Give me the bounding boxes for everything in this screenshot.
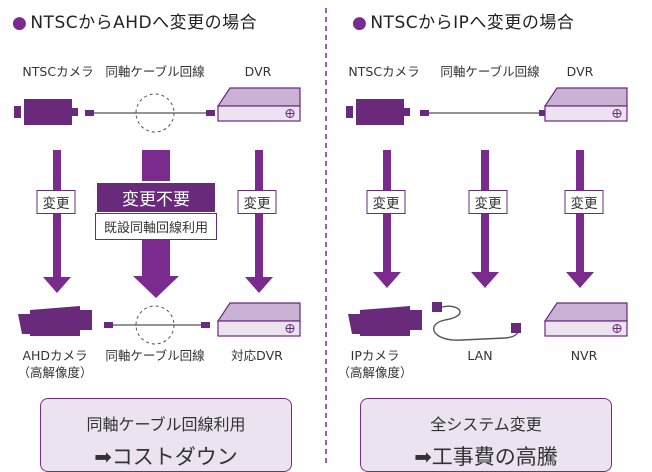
ahd-camera-name: AHDカメラ: [22, 348, 88, 363]
left-summary-box: 同軸ケーブル回線利用 ➡コストダウン: [40, 398, 292, 472]
right-cable-arrow-head: [471, 272, 499, 288]
right-change-cable-label: 変更: [468, 190, 508, 214]
left-top-camera-label: NTSCカメラ: [22, 64, 94, 79]
right-top-dvr-front: [544, 105, 628, 122]
left-heading: ●NTSCからAHDへ変更の場合: [12, 13, 258, 33]
left-bottom-cable-label: 同軸ケーブル回線: [105, 348, 205, 363]
left-top-coax-plug-left: [85, 110, 94, 116]
right-ip-camera-body: [360, 306, 410, 336]
left-bottom-coax-plug-left: [104, 322, 113, 328]
ip-camera-note: （高解像度）: [337, 365, 413, 380]
right-top-camera-label: NTSCカメラ: [348, 64, 420, 79]
right-top-coax-plug-left: [420, 110, 429, 116]
left-ahd-camera-mount: [18, 314, 30, 334]
right-summary-box: 全システム変更 ➡工事費の高騰: [360, 398, 612, 472]
left-top-coax-plug-right: [206, 110, 215, 116]
right-bottom-recorder-label: NVR: [570, 348, 598, 363]
left-ahd-camera-body: [30, 306, 80, 336]
right-ntsc-camera-mount: [346, 106, 353, 118]
left-ahd-camera-lens: [80, 310, 92, 330]
right-bottom-nvr-top: [543, 302, 628, 322]
right-bottom-nvr-front: [544, 320, 628, 337]
left-bottom-coax-plug-right: [201, 322, 210, 328]
right-heading: ●NTSCからIPへ変更の場合: [352, 13, 575, 33]
reuse-coax-label: 既設同軸回線利用: [94, 213, 218, 240]
left-bottom-dvr-top: [216, 302, 301, 322]
left-change-recorder-label: 変更: [237, 190, 277, 214]
bullet-icon: ●: [12, 13, 28, 33]
left-top-cable-label: 同軸ケーブル回線: [105, 64, 205, 79]
right-top-cable-label: 同軸ケーブル回線: [440, 64, 540, 79]
left-top-recorder-label: DVR: [244, 64, 272, 79]
ahd-camera-note: （高解像度）: [17, 365, 93, 380]
left-bottom-recorder-label: 対応DVR: [231, 348, 283, 363]
left-bottom-coax-highlight: [135, 305, 175, 345]
left-camera-arrow-head: [43, 277, 71, 293]
lan-cable-line: [433, 305, 519, 341]
left-bottom-dvr-front: [217, 320, 301, 337]
right-change-camera-label: 変更: [366, 190, 406, 214]
left-change-camera-label: 変更: [36, 190, 76, 214]
left-top-dvr-front: [217, 105, 301, 122]
right-bottom-cable-label: LAN: [467, 348, 493, 363]
left-cable-arrow-head: [133, 276, 179, 298]
bullet-icon: ●: [352, 13, 368, 33]
right-top-coax-plug-right: [539, 110, 548, 116]
left-bottom-camera-label: AHDカメラ （高解像度）: [17, 347, 92, 381]
lan-plug-right: [511, 323, 521, 333]
right-top-dvr-top: [543, 87, 628, 107]
right-summary-line2: ➡工事費の高騰: [414, 445, 558, 469]
left-summary-line1: 同軸ケーブル回線利用: [86, 415, 246, 434]
left-ntsc-camera-lens: [72, 108, 78, 116]
right-bottom-camera-label: IPカメラ （高解像度）: [337, 347, 412, 381]
left-top-coax-highlight: [135, 93, 175, 133]
no-change-label: 変更不要: [94, 181, 218, 214]
lan-plug-left: [432, 302, 442, 312]
ip-camera-name: IPカメラ: [350, 348, 400, 363]
right-top-recorder-label: DVR: [566, 64, 594, 79]
left-summary-line2: ➡コストダウン: [94, 445, 238, 469]
right-recorder-arrow-head: [566, 272, 594, 288]
right-ip-camera-lens: [410, 310, 422, 330]
right-change-recorder-label: 変更: [564, 190, 604, 214]
right-camera-arrow-head: [373, 272, 401, 288]
left-top-dvr-top: [216, 87, 301, 107]
right-ntsc-camera-body: [356, 99, 404, 125]
left-ntsc-camera-mount: [14, 106, 21, 118]
left-recorder-arrow-head: [245, 277, 273, 293]
keep-coax-callout: 変更不要 既設同軸回線利用: [94, 181, 218, 240]
right-summary-line1: 全システム変更: [430, 415, 542, 434]
right-ntsc-camera-lens: [404, 108, 410, 116]
left-ntsc-camera-body: [24, 99, 72, 125]
right-ip-camera-mount: [348, 314, 360, 334]
